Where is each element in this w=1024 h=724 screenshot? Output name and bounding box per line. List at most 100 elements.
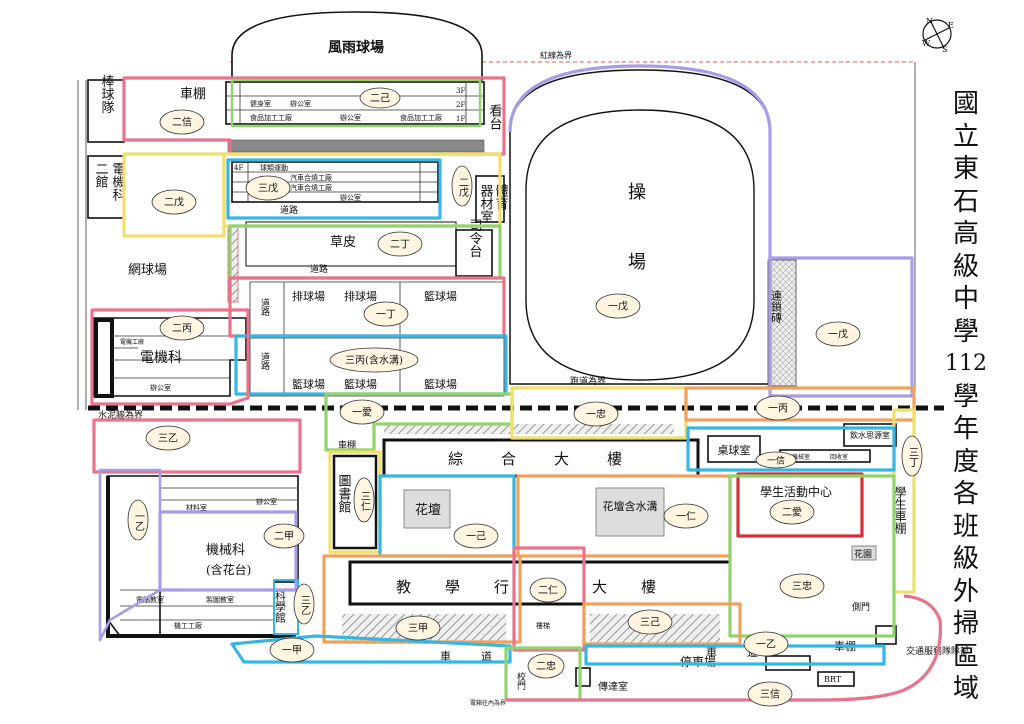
playground-label-1: 操: [628, 182, 646, 203]
basketball-court-4-label: 籃球場: [424, 377, 457, 391]
runway-boundary-label: 跑道為界: [570, 375, 606, 387]
zone-yi-jia-label: 一甲: [282, 646, 302, 657]
zone-san-xin: 三信: [747, 681, 793, 707]
wind-rain-court-label: 風雨球場: [328, 39, 384, 56]
baseball-team-label: 棒球隊: [99, 75, 115, 115]
garden-label: 花園: [854, 548, 872, 560]
playground-label-2: 場: [628, 252, 646, 273]
zone-yi-wu: 一戊: [595, 293, 641, 319]
zone-outline-yi-jia: [230, 634, 512, 664]
food-factory-building: [225, 81, 485, 125]
stairs-label: 樓梯: [536, 621, 550, 630]
table-tennis-label: 桌球室: [718, 443, 751, 457]
zone-outline-yi-wu: [508, 64, 772, 384]
zone-er-ren-label: 二仁: [538, 585, 558, 597]
zone-er-jia: 二甲: [263, 523, 305, 549]
title-char: 外: [952, 576, 979, 607]
title-char: 學: [952, 316, 979, 347]
road-1-label: 道路: [280, 204, 298, 216]
basketball-court-2-label: 籃球場: [292, 377, 325, 391]
zone-outline-yi-yi: [98, 468, 162, 642]
zone-er-zhong-label: 二忠: [536, 661, 556, 673]
student-bike-shed-label: 學生車棚: [893, 486, 907, 535]
road-2-label: 道路: [310, 263, 328, 275]
electrical-hall-label: 二館: [93, 162, 109, 188]
power-box-label: 電箱往內為界: [470, 699, 506, 707]
zone-yi-xin: 一信: [755, 451, 797, 469]
compass-s: S: [942, 45, 947, 54]
integrated-building-label: 綜合大樓: [448, 450, 660, 468]
top-wall-strip: [227, 139, 485, 153]
playground-track-outer: [509, 69, 771, 385]
volleyball-court-label: 排球場: [292, 289, 325, 303]
zone-outline-er-bing: [90, 308, 250, 406]
zone-outline-san-xin: [506, 594, 942, 702]
title-char: 國: [952, 89, 979, 119]
reception-building: [575, 667, 591, 687]
zone-yi-yi-b: 一乙: [743, 631, 789, 657]
ball-sports-label: 球類運動: [260, 163, 288, 172]
zone-san-yi2-label: 三乙: [299, 595, 311, 615]
office-4-label: 辦公室: [256, 497, 277, 506]
wind-rain-court: [231, 11, 483, 81]
title-char: 各: [952, 479, 979, 509]
zone-san-ji: 三己: [627, 609, 673, 635]
zone-outline-san-yi2: [273, 579, 299, 635]
zone-er-ji: 二己: [359, 87, 401, 109]
zone-er-bing: 二丙: [159, 315, 205, 341]
side-gate-label: 側門: [852, 601, 870, 613]
integrated-building: [382, 438, 700, 478]
basketball-court-label: 籃球場: [424, 289, 457, 303]
flower-bed-drain: [595, 487, 665, 537]
zone-san-zhong-label: 三忠: [792, 581, 812, 593]
zone-er-xin: 二信: [159, 109, 205, 135]
bike-shed-2-label: 車棚: [338, 439, 356, 451]
machine-room-label: 機械室: [792, 453, 810, 461]
garden: [851, 545, 877, 561]
zone-outline-yi-bing: [684, 386, 916, 422]
zone-outline-yi-ding: [228, 276, 506, 338]
zone-yi-ai-label: 一愛: [352, 406, 372, 419]
cement-wall-label: 水泥牆為界: [98, 409, 143, 421]
zone-outline-er-ji: [230, 78, 482, 128]
zone-er-wu-b: 二戊: [451, 165, 473, 207]
student-activity-label: 學生活動中心: [760, 484, 832, 499]
zone-yi-ji-label: 一己: [466, 532, 486, 543]
office-3-label: 辦公室: [340, 193, 361, 202]
auto-factory-label: 汽車合燒工廠: [290, 173, 332, 182]
school-gate-label: 校門: [515, 671, 526, 691]
zone-yi-wu-label: 一戊: [608, 301, 628, 313]
lawn-label: 草皮: [330, 235, 356, 250]
road-v1-label: 道路: [259, 297, 270, 317]
basketball-court-3-label: 籃球場: [344, 377, 377, 391]
zone-outline-yi-wu-b: [768, 256, 914, 398]
playground-track-inner: [525, 109, 755, 381]
auto-factory-2-label: 汽車合燒工廠: [290, 183, 332, 192]
electrical-dept-vertical-label: 電機科: [110, 162, 126, 201]
zone-er-zhong: 二忠: [527, 653, 565, 679]
zone-outline-er-ren: [512, 546, 586, 652]
zone-yi-ji: 一己: [453, 523, 499, 549]
zone-san-jia-label: 三甲: [408, 624, 428, 635]
zone-san-wu: 三戊: [245, 175, 291, 201]
map-title: 國 立 東 石 高 級 中 學 112 學 年 度 各 班 級 外 掃 區 域: [944, 88, 988, 706]
zone-yi-jia: 一甲: [269, 637, 315, 663]
zone-yi-ren: 一仁: [663, 503, 709, 529]
zone-san-wu-label: 三戊: [258, 183, 278, 195]
command-stage: [455, 229, 493, 277]
machine-factory-label: 機工工廠: [174, 621, 202, 630]
zone-san-bing-label: 三丙(含水溝): [345, 354, 403, 367]
zone-er-ji-label: 二己: [370, 94, 390, 105]
title-char: 立: [952, 121, 979, 152]
zone-er-bing-label: 二丙: [172, 324, 192, 335]
zone-san-ren-label: 三仁: [359, 491, 371, 511]
zone-er-xin-label: 二信: [172, 117, 192, 129]
paving-label: 連鎖磚: [770, 289, 783, 323]
red-line-boundary-label: 紅線為界: [540, 50, 572, 60]
computer-room-label: 電腦教室: [136, 595, 164, 604]
drafting-room-label: 製圖教室: [206, 595, 234, 604]
zone-yi-wu-b-label: 一戊: [828, 329, 848, 341]
zone-san-yi2: 三乙: [293, 583, 315, 625]
zone-outline-san-wu: [226, 158, 442, 220]
zone-san-yi: 三乙: [145, 425, 191, 451]
